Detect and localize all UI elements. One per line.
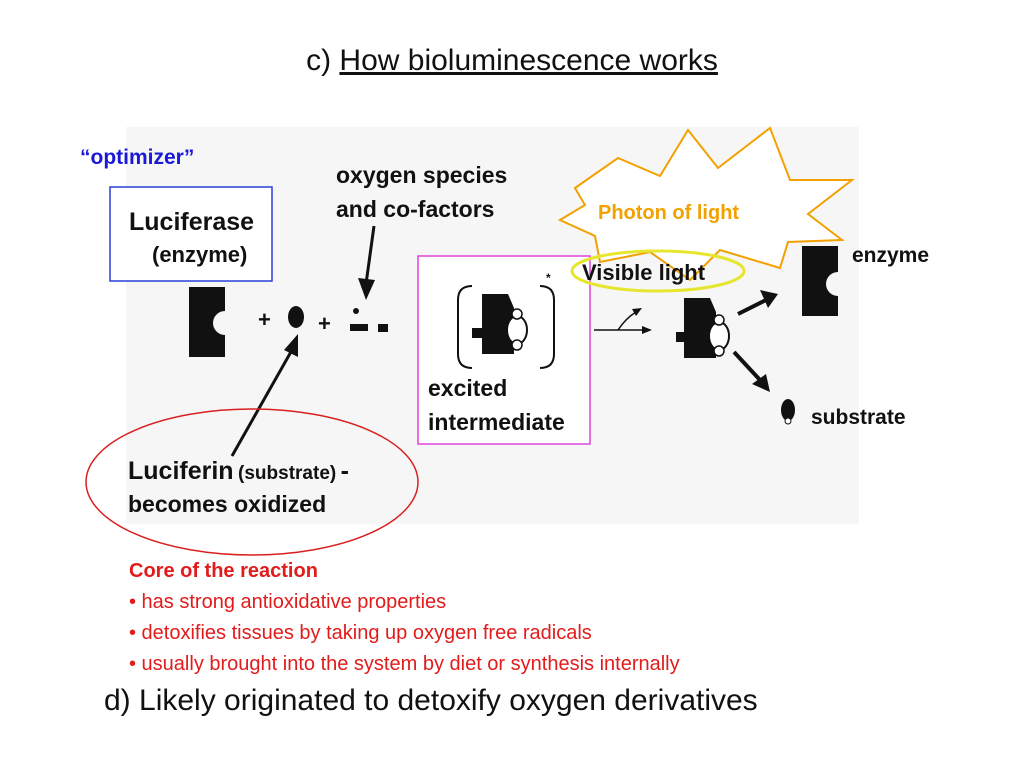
luciferin-role: (substrate)	[238, 463, 336, 484]
photon-starburst	[557, 126, 855, 282]
core-bullet-2: • detoxifies tissues by taking up oxygen…	[129, 622, 592, 644]
slide-title: c) How bioluminescence works	[0, 44, 1024, 78]
substrate-oxygen-dot	[784, 417, 792, 425]
visible-light-highlight	[570, 249, 746, 293]
luciferin-arrow	[230, 349, 294, 457]
luciferase-box	[109, 186, 273, 282]
reaction-arrow-head	[642, 326, 652, 334]
oxygen-label-line2: and co-factors	[336, 196, 494, 222]
plus-sign-1: +	[258, 307, 271, 332]
visible-light-label: Visible light	[582, 260, 706, 285]
enzyme-shape-left	[189, 287, 225, 357]
enzyme-arrow	[737, 298, 767, 316]
enzyme-complex-product	[676, 298, 730, 358]
title-main: How bioluminescence works	[339, 44, 718, 77]
excited-label-line1: excited	[428, 375, 507, 401]
core-bullet-3: • usually brought into the system by die…	[129, 653, 680, 675]
conclusion-text: d) Likely originated to detoxify oxygen …	[104, 684, 758, 717]
substrate-label: substrate	[811, 406, 906, 429]
oxygen-arrow	[364, 225, 376, 285]
enzyme-arrow-head	[760, 290, 778, 308]
core-title: Core of the reaction	[129, 560, 318, 582]
core-bullet-1: • has strong antioxidative properties	[129, 591, 447, 613]
cofactor-molecules	[350, 308, 388, 332]
luciferin-line2: becomes oxidized	[128, 491, 326, 517]
luciferase-role: (enzyme)	[152, 242, 247, 267]
plus-sign-2: +	[318, 311, 331, 336]
oxygen-arrow-head	[358, 278, 375, 300]
enzyme-label: enzyme	[852, 244, 930, 267]
luciferin-arrow-head	[284, 334, 298, 357]
luciferin-line1: Luciferin (substrate) -	[128, 457, 349, 485]
substrate-molecule-right	[781, 399, 795, 421]
optimizer-label: “optimizer”	[80, 146, 195, 169]
bracket-right	[539, 285, 555, 369]
enzyme-shape-right	[802, 246, 838, 316]
photon-label: Photon of light	[598, 202, 740, 224]
luciferin-name: Luciferin	[128, 457, 234, 485]
luciferin-molecule	[288, 306, 304, 328]
luciferase-name: Luciferase	[129, 208, 254, 236]
luciferin-dash: -	[341, 457, 349, 485]
excited-label-line2: intermediate	[428, 409, 565, 435]
light-emission-head	[632, 308, 642, 316]
enzyme-complex-intermediate	[472, 294, 528, 354]
bracket-left	[457, 285, 473, 369]
oxygen-label-line1: oxygen species	[336, 162, 507, 188]
substrate-arrow-head	[752, 374, 770, 392]
core-reaction-block: Core of the reaction • has strong antiox…	[129, 556, 680, 680]
luciferin-ellipse	[85, 408, 419, 556]
substrate-arrow	[732, 350, 762, 382]
title-prefix: c)	[306, 44, 340, 77]
excited-asterisk: *	[546, 271, 551, 285]
